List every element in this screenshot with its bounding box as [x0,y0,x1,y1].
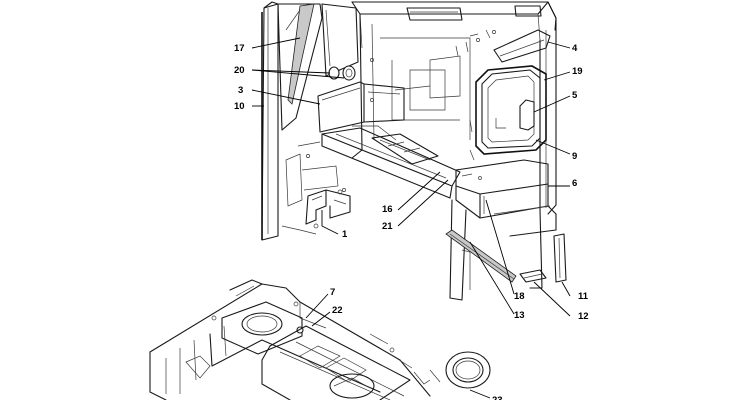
console-shelf-part-16-21 [321,125,461,199]
callout-16: 16 [382,204,393,215]
callout-9: 9 [572,151,577,162]
cab-rear-frame [351,1,557,301]
callout-12: 12 [578,311,589,322]
trim-part-4 [493,29,551,63]
inner-bracket-details [281,141,346,235]
seat-base-part-7 [221,301,304,355]
left-side-panel-part-10 [261,1,279,241]
tank-part-22 [261,325,411,400]
floor-plate-assembly [149,279,441,400]
callout-18: 18 [514,291,525,302]
strip-part-13 [445,229,517,283]
callout-17: 17 [234,43,245,54]
callout-6: 6 [572,178,577,189]
callout-20: 20 [234,65,245,76]
callout-5: 5 [572,90,578,101]
foot-part-12 [519,269,547,283]
callout-1: 1 [342,229,348,240]
side-console-part-6 [455,159,557,237]
ring-seal-part-23 [445,351,491,389]
trim-panel-part-3 [317,81,405,133]
weather-strip-part-11 [553,233,567,283]
callout-19: 19 [572,66,583,77]
callout-labels: 17 20 3 10 4 19 5 9 6 16 21 1 18 11 13 1… [234,43,589,400]
callout-23: 23 [492,395,503,400]
callout-3: 3 [238,85,243,96]
leader-lines [251,37,571,399]
latch-part-5 [495,99,535,131]
callout-11: 11 [578,291,589,302]
callout-13: 13 [514,310,525,321]
bracket-part-1 [305,189,351,229]
rear-window-part-19 [475,65,547,155]
callout-21: 21 [382,221,393,232]
callout-7: 7 [330,287,335,298]
callout-22: 22 [332,305,343,316]
callout-4: 4 [572,43,578,54]
window-glass-part-17 [277,3,359,131]
callout-10: 10 [234,101,245,112]
